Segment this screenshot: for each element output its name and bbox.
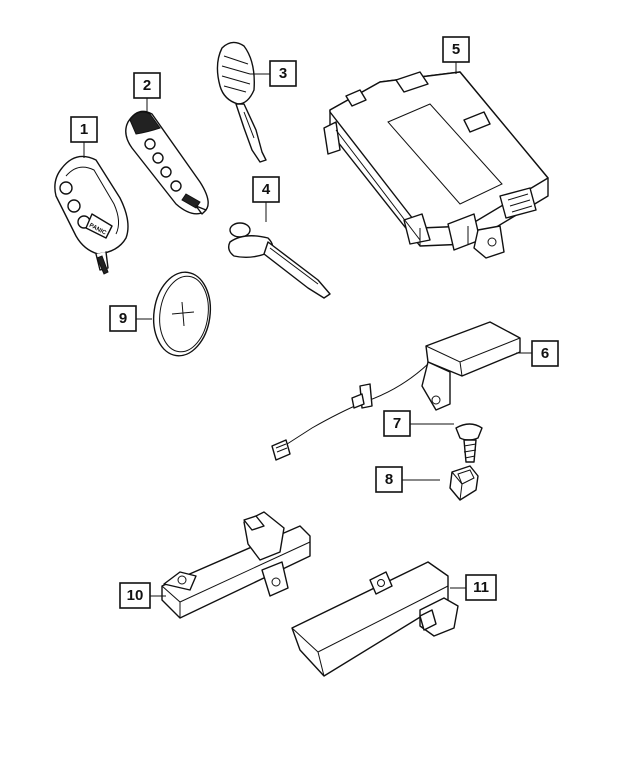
callout-5: 5 (442, 36, 470, 63)
callout-8: 8 (375, 466, 403, 493)
callout-4-label: 4 (262, 181, 271, 198)
callout-1-label: 1 (80, 121, 88, 138)
part-5-control-module (323, 71, 549, 259)
callout-10-label: 10 (127, 587, 144, 604)
part-3-key-blank (216, 41, 267, 163)
callout-7-label: 7 (393, 415, 401, 432)
callout-3: 3 (269, 60, 297, 87)
callout-4: 4 (252, 176, 280, 203)
part-1-key-fob: PANIC (54, 155, 129, 275)
callout-3-label: 3 (279, 65, 287, 82)
callout-1: 1 (70, 116, 98, 143)
callout-10: 10 (119, 582, 151, 609)
callout-7: 7 (383, 410, 411, 437)
callout-9-label: 9 (119, 310, 127, 327)
part-9-battery (152, 271, 212, 357)
part-10-antenna-bar (161, 511, 311, 619)
callout-5-label: 5 (452, 41, 460, 58)
callout-2: 2 (133, 72, 161, 99)
part-4-emergency-key (227, 222, 331, 299)
part-2-fobik-key (125, 110, 209, 215)
callout-8-label: 8 (385, 471, 393, 488)
part-11-antenna-bar (291, 561, 459, 677)
callout-11: 11 (465, 574, 497, 601)
leader-lines (83, 62, 532, 597)
callout-6-label: 6 (541, 345, 549, 362)
part-8-clip (449, 465, 479, 501)
callout-2-label: 2 (143, 77, 151, 94)
callout-6: 6 (531, 340, 559, 367)
callout-11-label: 11 (473, 579, 489, 596)
part-7-screw (455, 423, 483, 463)
part-6-antenna-harness (271, 321, 521, 461)
callout-9: 9 (109, 305, 137, 332)
